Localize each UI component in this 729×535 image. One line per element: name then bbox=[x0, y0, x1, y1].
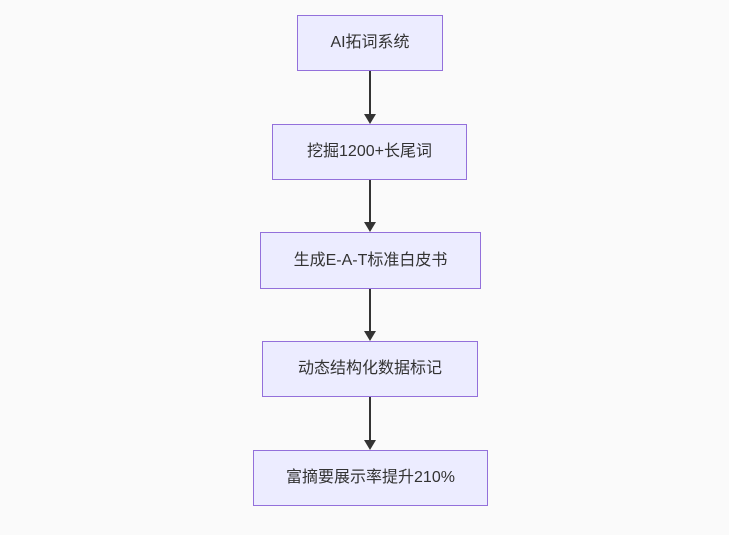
flow-node-rich-snippet-result: 富摘要展示率提升210% bbox=[253, 450, 488, 506]
flow-node-label: 富摘要展示率提升210% bbox=[286, 469, 455, 486]
flow-node-label: 生成E-A-T标准白皮书 bbox=[293, 251, 448, 269]
arrow-shaft bbox=[369, 397, 371, 440]
arrow-shaft bbox=[369, 71, 371, 114]
flow-node-eat-whitepaper: 生成E-A-T标准白皮书 bbox=[260, 232, 481, 289]
flow-node-label: 挖掘1200+长尾词 bbox=[307, 143, 432, 160]
arrowhead-icon bbox=[364, 222, 376, 232]
arrow-shaft bbox=[369, 180, 371, 222]
arrow-down-icon bbox=[364, 397, 376, 450]
arrowhead-icon bbox=[364, 440, 376, 450]
arrow-down-icon bbox=[364, 289, 376, 341]
arrow-shaft bbox=[369, 289, 371, 331]
arrowhead-icon bbox=[364, 114, 376, 124]
flow-node-label: 动态结构化数据标记 bbox=[297, 360, 442, 377]
flow-node-ai-keyword-system: AI拓词系统 bbox=[297, 15, 443, 71]
flow-node-structured-data: 动态结构化数据标记 bbox=[262, 341, 478, 397]
flow-node-longtail-mining: 挖掘1200+长尾词 bbox=[272, 124, 467, 180]
arrowhead-icon bbox=[364, 331, 376, 341]
flow-node-label: AI拓词系统 bbox=[330, 34, 410, 51]
arrow-down-icon bbox=[364, 180, 376, 232]
arrow-down-icon bbox=[364, 71, 376, 124]
